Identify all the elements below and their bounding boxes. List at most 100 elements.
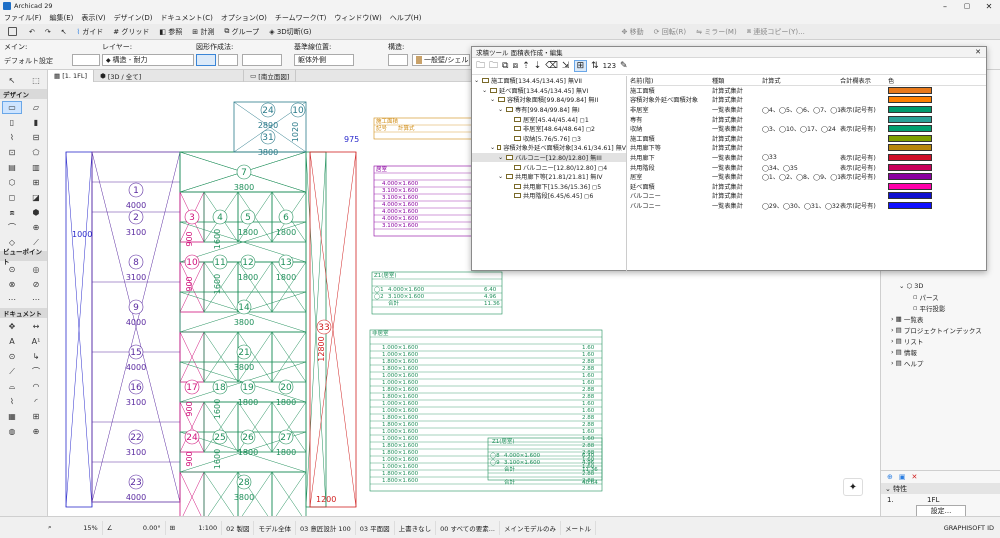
design-tool-20-icon[interactable]: ⟋ xyxy=(33,237,39,247)
undo-icon[interactable]: ↶ xyxy=(29,27,35,36)
color-swatch[interactable] xyxy=(888,134,932,142)
cut3d-button[interactable]: ◈ 3D切断(G) xyxy=(269,27,312,36)
design-tool-1-icon[interactable]: ▭ xyxy=(2,101,22,114)
color-swatch[interactable] xyxy=(888,154,932,162)
menu-window[interactable]: ウィンドウ(W) xyxy=(334,14,382,22)
document-tool-7-icon[interactable]: ⟋ xyxy=(9,366,15,376)
col-header-color[interactable]: 色 xyxy=(888,78,895,85)
delete-icon[interactable]: ⌫ xyxy=(545,61,559,71)
reference-button[interactable]: ◧ 参照 xyxy=(159,27,183,36)
menu-document[interactable]: ドキュメント(C) xyxy=(160,14,213,22)
viewpoint-tool-3-icon[interactable]: ⊗ xyxy=(8,280,16,289)
area-tree-item[interactable]: バルコニー[12.80/12.80] ◻4 xyxy=(472,162,626,172)
model-view-option[interactable]: モデル全体 xyxy=(254,520,296,535)
document-tool-15-icon[interactable]: ◍ xyxy=(8,427,16,436)
chevron-down-icon[interactable]: ⌄ xyxy=(474,77,480,85)
area-tree-item[interactable]: ⌄容積対象外延べ面積対象[34.61/34.61] 無V xyxy=(472,143,626,153)
design-tool-7-icon[interactable]: ⊡ xyxy=(8,148,16,157)
nav-item-project-index[interactable]: › ▤ プロジェクトインデックス xyxy=(891,325,982,335)
document-tool-3-icon[interactable]: A xyxy=(9,337,15,346)
color-swatch[interactable] xyxy=(888,96,932,104)
menu-file[interactable]: ファイル(F) xyxy=(4,14,42,22)
close-button[interactable]: ✕ xyxy=(985,1,993,11)
brand-id[interactable]: GRAPHISOFT ID xyxy=(943,523,994,532)
menu-view[interactable]: 表示(V) xyxy=(81,14,106,22)
tab-floor-plan-1fl[interactable]: ▦ [1. 1FL] xyxy=(48,69,95,82)
new-folder-icon[interactable]: 🗀 xyxy=(476,61,486,71)
col-header-name[interactable]: 名前(階) xyxy=(630,78,654,85)
document-tool-8-icon[interactable]: ⌒ xyxy=(32,367,40,376)
nav-item-info[interactable]: › ▤ 情報 xyxy=(891,347,917,357)
pen-set[interactable]: 02 製図 xyxy=(222,520,255,535)
layer-combination[interactable]: 03 平面図 xyxy=(356,520,395,535)
tab-south-elevation[interactable]: ▭ [南立面図] xyxy=(244,69,297,82)
measure-button[interactable]: ⊞ 計測 xyxy=(192,27,215,36)
viewpoint-tool-4-icon[interactable]: ⊘ xyxy=(32,280,40,289)
chevron-down-icon[interactable]: ⌄ xyxy=(482,86,488,94)
chevron-down-icon[interactable]: ⌄ xyxy=(498,106,504,114)
new-area-icon[interactable]: 🗀 xyxy=(489,61,499,71)
number-icon[interactable]: 123 xyxy=(602,62,617,70)
area-icon[interactable]: ⊞ xyxy=(573,60,588,72)
nav-item-help[interactable]: › ▤ ヘルプ xyxy=(891,358,924,368)
nav-item-3d[interactable]: ⌄ ⬡ 3D xyxy=(899,281,924,290)
design-tool-13-icon[interactable]: ◻ xyxy=(8,193,16,202)
document-tool-9-icon[interactable]: ⌓ xyxy=(8,381,16,391)
menu-teamwork[interactable]: チームワーク(T) xyxy=(274,14,327,22)
design-tool-14-icon[interactable]: ◪ xyxy=(32,193,40,202)
unit-setting[interactable]: メートル xyxy=(561,520,596,535)
area-tree-item[interactable]: 非居室[48.64/48.64] ◻2 xyxy=(472,124,626,134)
design-tool-4-icon[interactable]: ▮ xyxy=(33,118,39,127)
viewpoint-tool-2-icon[interactable]: ◎ xyxy=(32,265,40,274)
design-tool-5-icon[interactable]: ⌇ xyxy=(10,133,14,142)
area-tree-item[interactable]: 共用階段[6.45/6.45] ◻6 xyxy=(472,191,626,201)
color-swatch[interactable] xyxy=(888,202,932,210)
grid-button[interactable]: # グリッド xyxy=(113,27,150,36)
ai-assistant-button[interactable]: ✦ xyxy=(843,478,863,496)
delete-view-icon[interactable]: ✕ xyxy=(911,473,918,481)
maximize-button[interactable]: ▢ xyxy=(963,2,971,10)
rotate-button[interactable]: ⟳ 回転(R) xyxy=(653,27,687,36)
nav-item-parallel[interactable]: ▫ 平行投影 xyxy=(913,303,946,313)
layer-select[interactable]: ◆ 構造 - 耐力 xyxy=(102,54,194,66)
menu-edit[interactable]: 編集(E) xyxy=(49,14,74,22)
menu-design[interactable]: デザイン(D) xyxy=(113,14,153,22)
viewpoint-tool-1-icon[interactable]: ⊙ xyxy=(8,265,16,274)
design-tool-10-icon[interactable]: ▥ xyxy=(32,163,40,172)
color-swatch[interactable] xyxy=(888,125,932,133)
redo-icon[interactable]: ↷ xyxy=(44,27,51,36)
chevron-down-icon[interactable]: ⌄ xyxy=(490,144,496,152)
structure-type-button[interactable] xyxy=(388,54,408,66)
area-tree-item[interactable]: ⌄延べ面積[134.45/134.45] 無VI xyxy=(472,86,626,96)
color-swatch[interactable] xyxy=(888,173,932,181)
design-tool-15-icon[interactable]: ⧈ xyxy=(9,207,15,217)
document-tool-14-icon[interactable]: ⊞ xyxy=(32,412,40,421)
chevron-down-icon[interactable]: ⌄ xyxy=(498,154,504,162)
col-header-type[interactable]: 種類 xyxy=(712,78,725,85)
export-icon[interactable]: ⇲ xyxy=(562,61,570,71)
viewpoint-tool-6-icon[interactable]: ⋯ xyxy=(32,295,40,304)
design-tool-8-icon[interactable]: ⬠ xyxy=(32,148,40,157)
area-tree-item[interactable]: 共用廊下[15.36/15.36] ◻5 xyxy=(472,182,626,192)
floor-plan-drawing[interactable]: 1400073800231003900416005180061800831001… xyxy=(48,82,880,523)
move-up-icon[interactable]: ⇡ xyxy=(522,61,530,71)
document-tool-11-icon[interactable]: ⌇ xyxy=(10,397,14,406)
area-tree-item[interactable]: ⌄共用廊下等[21.81/21.81] 無IV xyxy=(472,172,626,182)
zoom-level[interactable]: ⌕ 15% xyxy=(44,520,103,535)
tab-3d-all[interactable]: ⬢ [3D / 全て] xyxy=(94,69,245,82)
guide-button[interactable]: ⌇ ガイド xyxy=(76,27,104,36)
area-tree-item[interactable]: ⌄バルコニー[12.80/12.80] 無III xyxy=(472,152,626,163)
area-tree-item[interactable]: ⌄施工面積[134.45/134.45] 無VII xyxy=(472,76,626,86)
area-list-row[interactable]: 専有計算式集計 xyxy=(630,114,986,124)
document-tool-1-icon[interactable]: ✥ xyxy=(8,322,16,331)
sort-icon[interactable]: ⇅ xyxy=(591,61,599,71)
design-tool-17-icon[interactable]: ⌒ xyxy=(8,223,16,232)
paste-icon[interactable]: ⧈ xyxy=(512,61,519,71)
document-tool-12-icon[interactable]: ◜ xyxy=(34,397,38,406)
geometry-method-straight[interactable] xyxy=(196,54,216,66)
nav-item-perspective[interactable]: ▫ パース xyxy=(913,292,939,302)
geometry-method-chain[interactable] xyxy=(218,54,238,66)
